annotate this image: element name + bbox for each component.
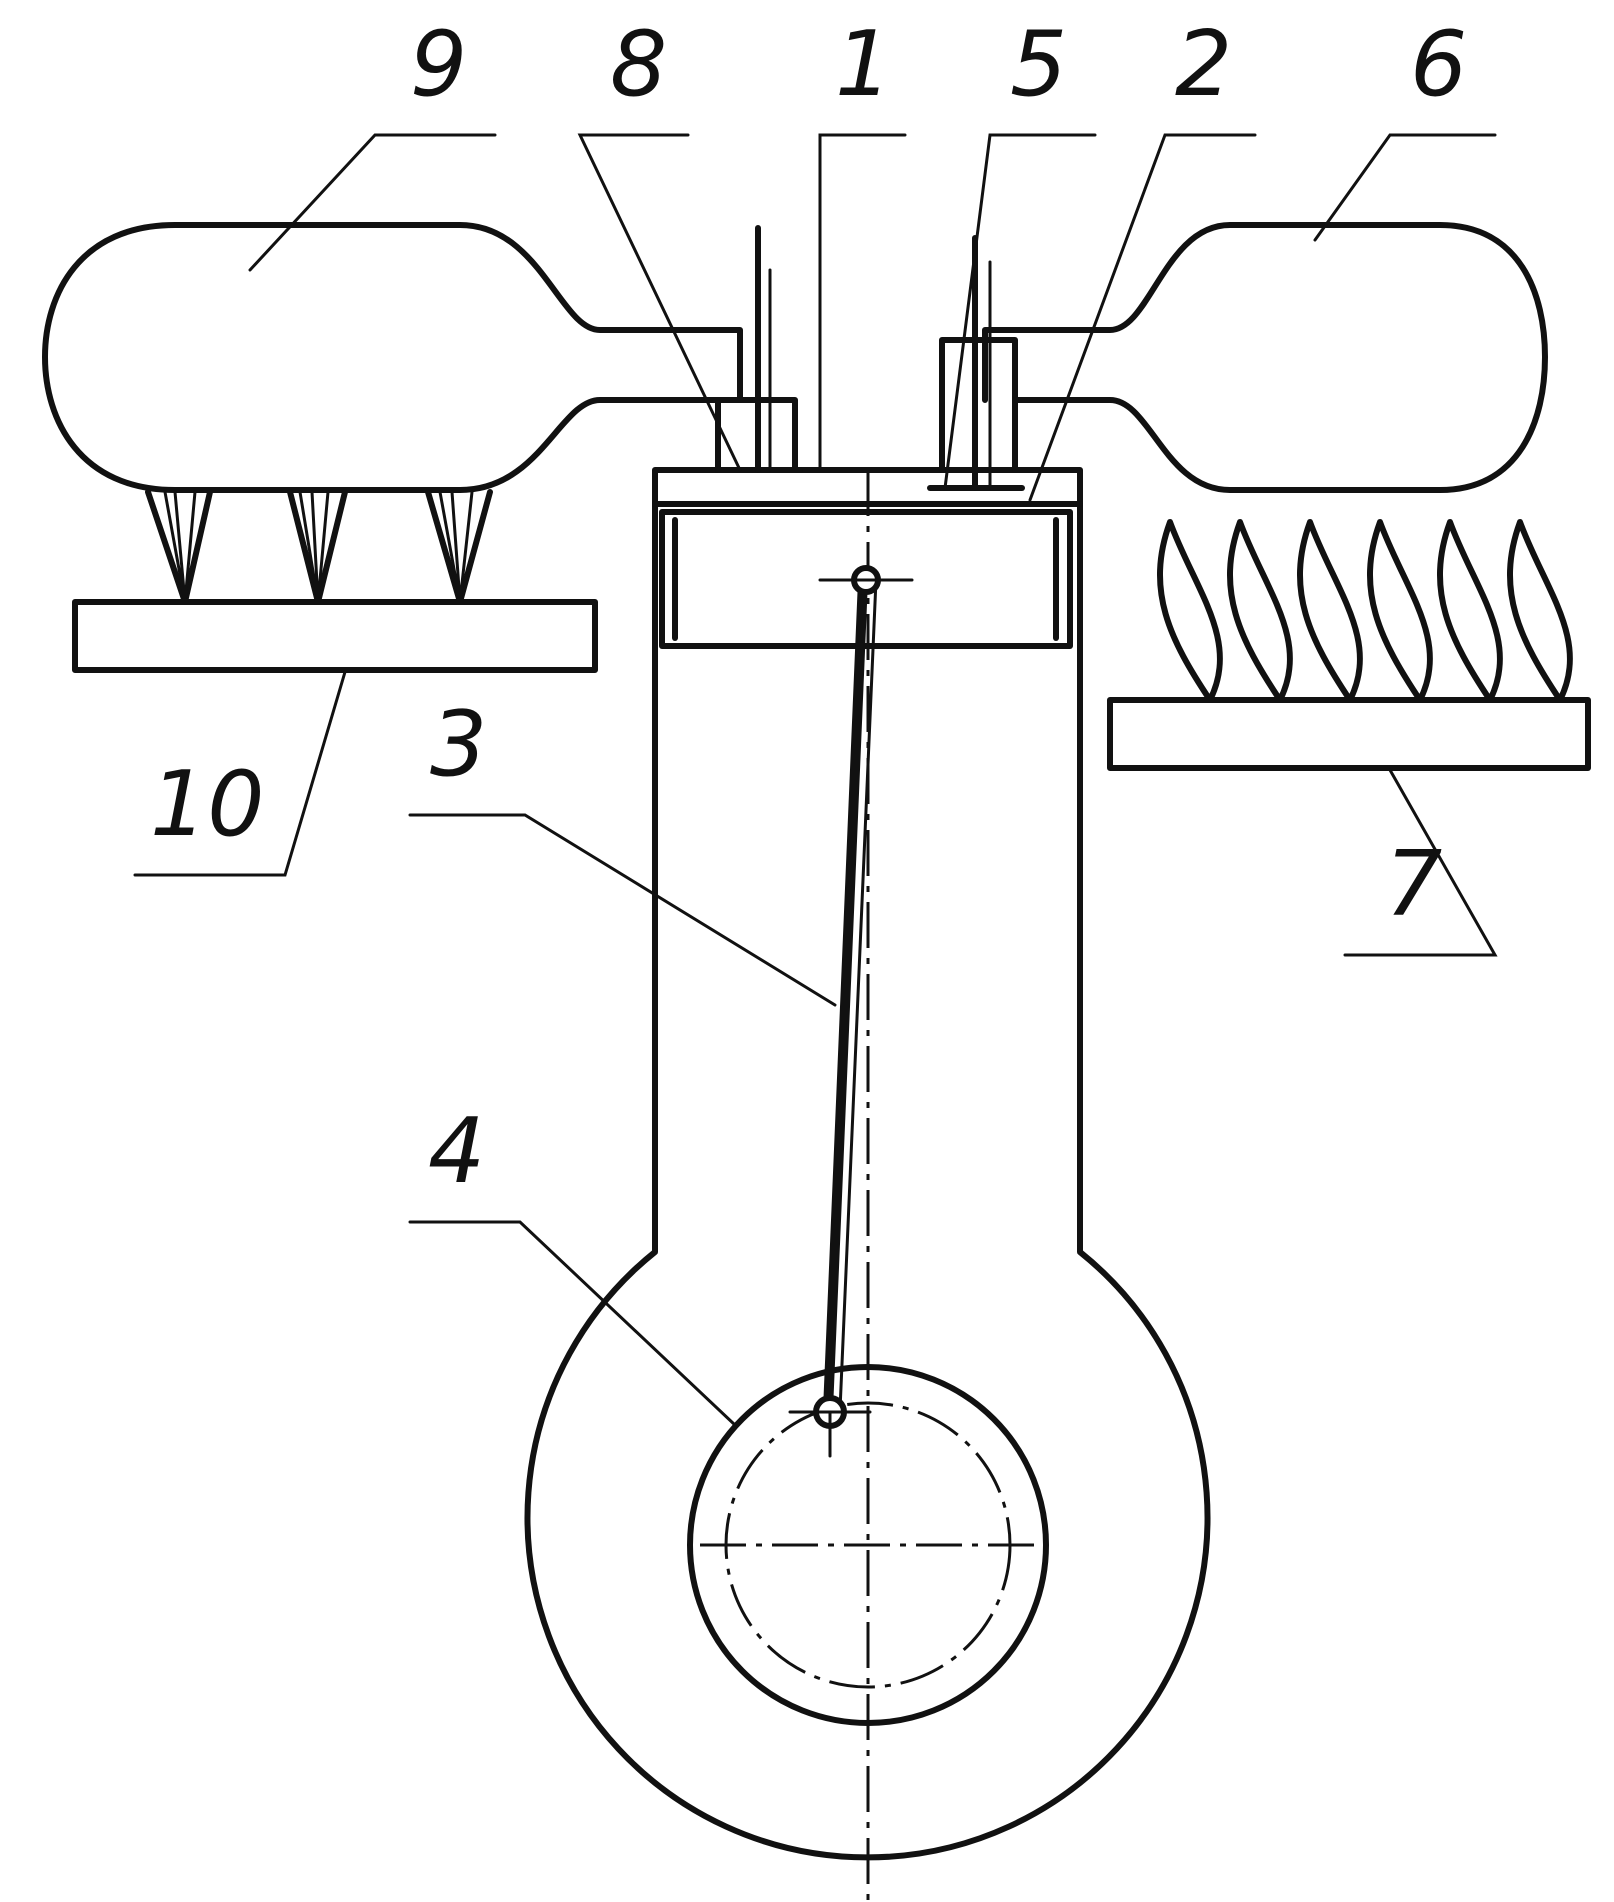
connecting-rod — [823, 575, 868, 1415]
label-1: 1 — [835, 12, 892, 117]
connecting-rod-edge — [838, 578, 878, 1412]
label-6: 6 — [1410, 12, 1467, 117]
label-10: 10 — [150, 752, 265, 857]
piston — [659, 509, 1073, 649]
crank-disc — [687, 1364, 1049, 1726]
label-4: 4 — [428, 1099, 485, 1204]
left-reservoir — [42, 222, 743, 493]
leader-lines — [133, 133, 1498, 1427]
label-8: 8 — [610, 12, 667, 117]
label-2: 2 — [1175, 12, 1232, 117]
left-cooling-spikes — [145, 489, 493, 605]
label-7: 7 — [1385, 832, 1442, 937]
flames — [1157, 519, 1573, 703]
cylinder-and-crankcase-body — [524, 467, 1211, 1861]
label-5: 5 — [1010, 12, 1067, 117]
label-9: 9 — [410, 12, 467, 117]
right-valve-port — [939, 337, 1018, 473]
right-reservoir — [982, 222, 1548, 493]
left-plate — [72, 599, 598, 673]
right-plate — [1107, 697, 1591, 771]
label-3: 3 — [430, 692, 487, 797]
